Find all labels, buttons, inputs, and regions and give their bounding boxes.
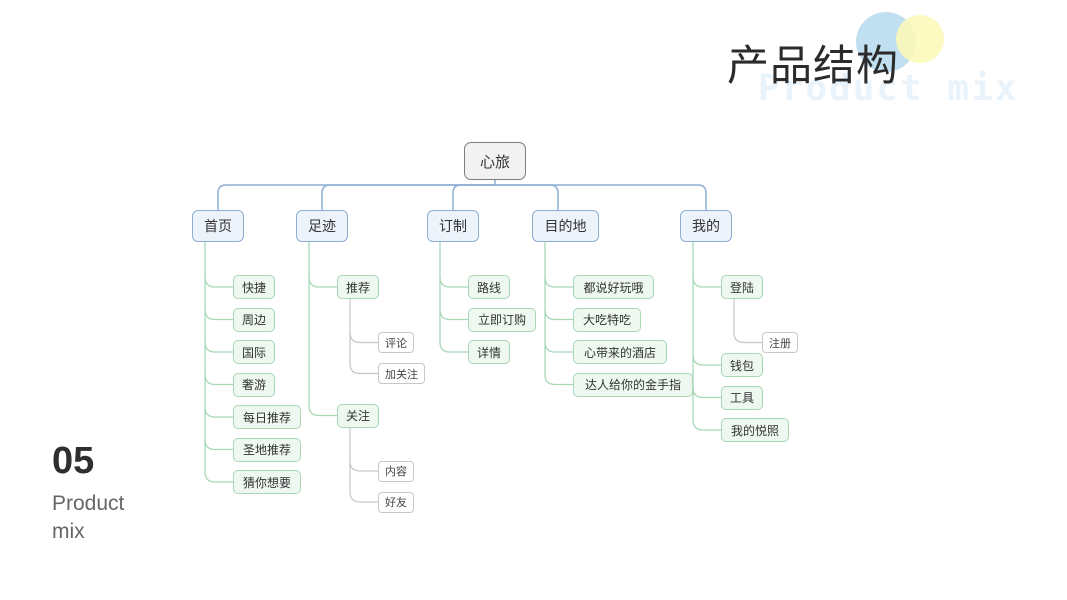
connector-level1: [495, 184, 707, 210]
connector-level2: [308, 276, 337, 288]
tree-node-level2[interactable]: 周边: [233, 307, 275, 332]
section-label: Product mix: [52, 492, 125, 543]
title-watermark: Product mix: [758, 68, 1019, 109]
connector-level2: [204, 374, 233, 386]
tree-node-level2[interactable]: 每日推荐: [233, 405, 301, 429]
connector-level2: [439, 309, 468, 321]
tree-root-node[interactable]: 心旅: [464, 142, 526, 180]
connector-level1: [217, 184, 495, 210]
connector-level2: [204, 309, 233, 321]
tree-node-level2[interactable]: 钱包: [721, 353, 763, 377]
connector-level2: [692, 419, 721, 431]
connector-level2: [439, 341, 468, 353]
tree-node-level2[interactable]: 详情: [468, 340, 510, 364]
tree-node-level2[interactable]: 快捷: [233, 275, 275, 299]
connector-level1: [452, 184, 495, 210]
tree-node-level2[interactable]: 国际: [233, 340, 275, 364]
connector-level2: [439, 276, 468, 288]
tree-node-level2[interactable]: 推荐: [337, 275, 379, 299]
connector-level1: [321, 184, 495, 210]
connector-level2: [308, 405, 337, 417]
tree-node-level1[interactable]: 目的地: [532, 210, 599, 242]
decor-circle-yellow: [896, 15, 944, 63]
tree-node-level1[interactable]: 足迹: [296, 210, 348, 242]
tree-node-level1[interactable]: 我的: [680, 210, 732, 242]
tree-node-level2[interactable]: 圣地推荐: [233, 437, 301, 462]
connector-level2: [544, 374, 573, 386]
tree-node-level1[interactable]: 订制: [427, 210, 479, 242]
connector-level3: [349, 332, 378, 344]
connector-level2: [204, 406, 233, 418]
tree-node-level2[interactable]: 都说好玩哦: [573, 275, 654, 299]
tree-node-level2[interactable]: 达人给你的金手指: [573, 372, 693, 397]
tree-node-level2[interactable]: 工具: [721, 385, 763, 410]
tree-node-level2[interactable]: 关注: [337, 403, 379, 428]
tree-node-level3[interactable]: 好友: [378, 491, 414, 513]
connector-level3: [349, 491, 378, 503]
tree-node-level2[interactable]: 心带来的酒店: [573, 340, 667, 364]
connector-level2: [692, 387, 721, 399]
tree-node-level1[interactable]: 首页: [192, 210, 244, 242]
connector-level2: [204, 341, 233, 353]
tree-node-level2[interactable]: 大吃特吃: [573, 307, 641, 332]
connector-level2: [204, 471, 233, 483]
tree-node-level2[interactable]: 路线: [468, 275, 510, 299]
tree-node-level3[interactable]: 评论: [378, 332, 414, 353]
connector-level2: [544, 309, 573, 321]
page-title: 产品结构: [727, 41, 900, 90]
connector-level3: [349, 363, 378, 375]
connector-level1: [495, 184, 559, 210]
tree-node-level3[interactable]: 注册: [762, 332, 798, 353]
connector-level3: [733, 332, 762, 344]
connector-level3: [349, 460, 378, 472]
section-number: 05: [52, 440, 95, 482]
tree-node-level3[interactable]: 内容: [378, 460, 414, 482]
tree-node-level2[interactable]: 我的悦照: [721, 418, 789, 442]
tree-node-level2[interactable]: 猜你想要: [233, 470, 301, 494]
connector-level2: [544, 341, 573, 353]
connector-level2: [204, 276, 233, 288]
connector-level2: [692, 276, 721, 288]
tree-node-level2[interactable]: 立即订购: [468, 307, 536, 332]
tree-node-level3[interactable]: 加关注: [378, 363, 425, 384]
tree-node-level2[interactable]: 登陆: [721, 275, 763, 299]
connector-level2: [204, 439, 233, 451]
connector-level2: [692, 354, 721, 366]
tree-node-level2[interactable]: 奢游: [233, 372, 275, 397]
connector-level2: [544, 276, 573, 288]
